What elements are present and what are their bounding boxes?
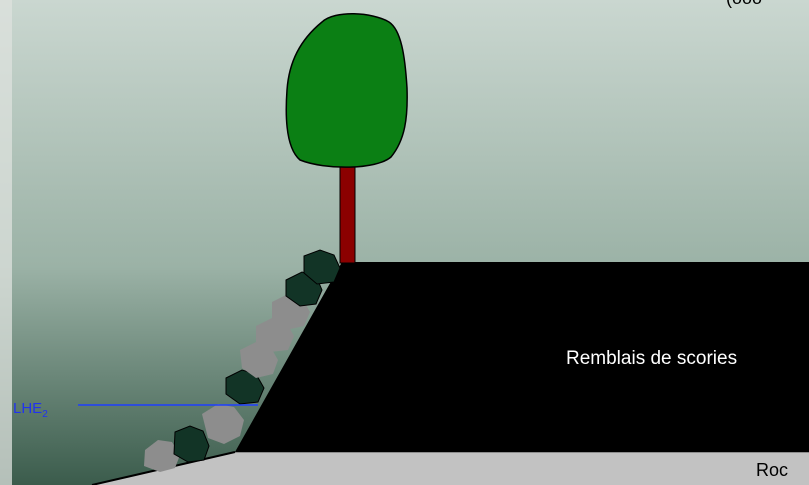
water-level-label: LHE2 [13,400,48,420]
water-level-label-sub: 2 [42,409,48,420]
slag-fill-label: Remblais de scories [566,348,737,370]
rock-label: Roc [756,460,788,481]
tree-trunk [340,163,355,263]
left-edge-strip [0,0,12,485]
top-partial-label: (ooo [726,0,762,9]
water-level-label-main: LHE [13,400,42,417]
